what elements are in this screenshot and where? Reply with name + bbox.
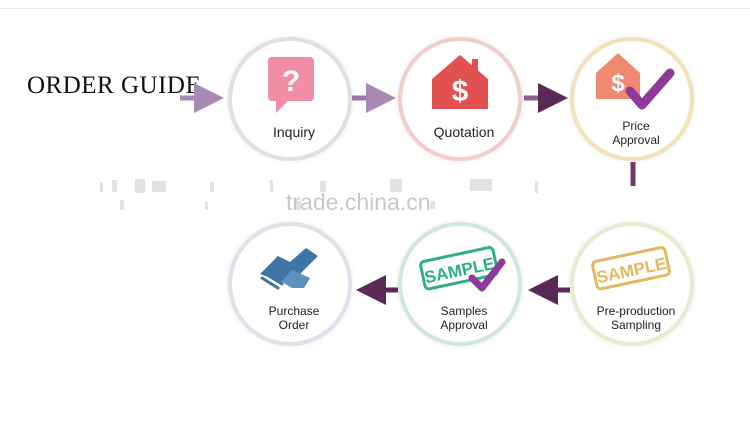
step-label-line2: Approval <box>440 318 488 332</box>
step-purchase-order: Purchase Order <box>228 222 352 346</box>
sample-stamp-icon: SAMPLE <box>591 246 671 291</box>
step-label: Quotation <box>433 124 495 140</box>
step-samples-approval: SAMPLE Samples Approval <box>398 222 522 346</box>
svg-text:$: $ <box>452 75 469 108</box>
sample-stamp-check-icon: SAMPLE <box>419 246 506 292</box>
step-label: Inquiry <box>272 124 316 140</box>
watermark: trade.china.cn <box>286 189 431 215</box>
faded-text-band <box>100 179 538 210</box>
step-label-line2: Approval <box>612 133 660 147</box>
house-dollar-check-icon: $ <box>596 53 675 110</box>
step-label-line2: Sampling <box>610 318 662 332</box>
step-preproduction-sampling: SAMPLE Pre-production Sampling <box>570 222 694 346</box>
top-divider <box>0 8 750 9</box>
step-quotation: $ Quotation <box>398 37 522 161</box>
step-label-line2: Order <box>278 318 310 332</box>
step-inquiry: ? Inquiry <box>228 37 352 161</box>
page-title: ORDER GUIDE <box>27 72 202 99</box>
step-label-line1: Samples <box>440 304 488 318</box>
step-label-line1: Purchase <box>268 304 320 318</box>
step-label-line1: Pre-production <box>596 304 676 318</box>
handshake-icon <box>260 248 318 290</box>
svg-text:$: $ <box>611 70 625 97</box>
question-bubble-icon: ? <box>268 57 314 113</box>
step-price-approval: $ Price Approval <box>570 37 694 161</box>
svg-text:?: ? <box>282 65 300 98</box>
step-label-line1: Price <box>622 119 650 133</box>
house-dollar-icon: $ <box>432 55 488 109</box>
